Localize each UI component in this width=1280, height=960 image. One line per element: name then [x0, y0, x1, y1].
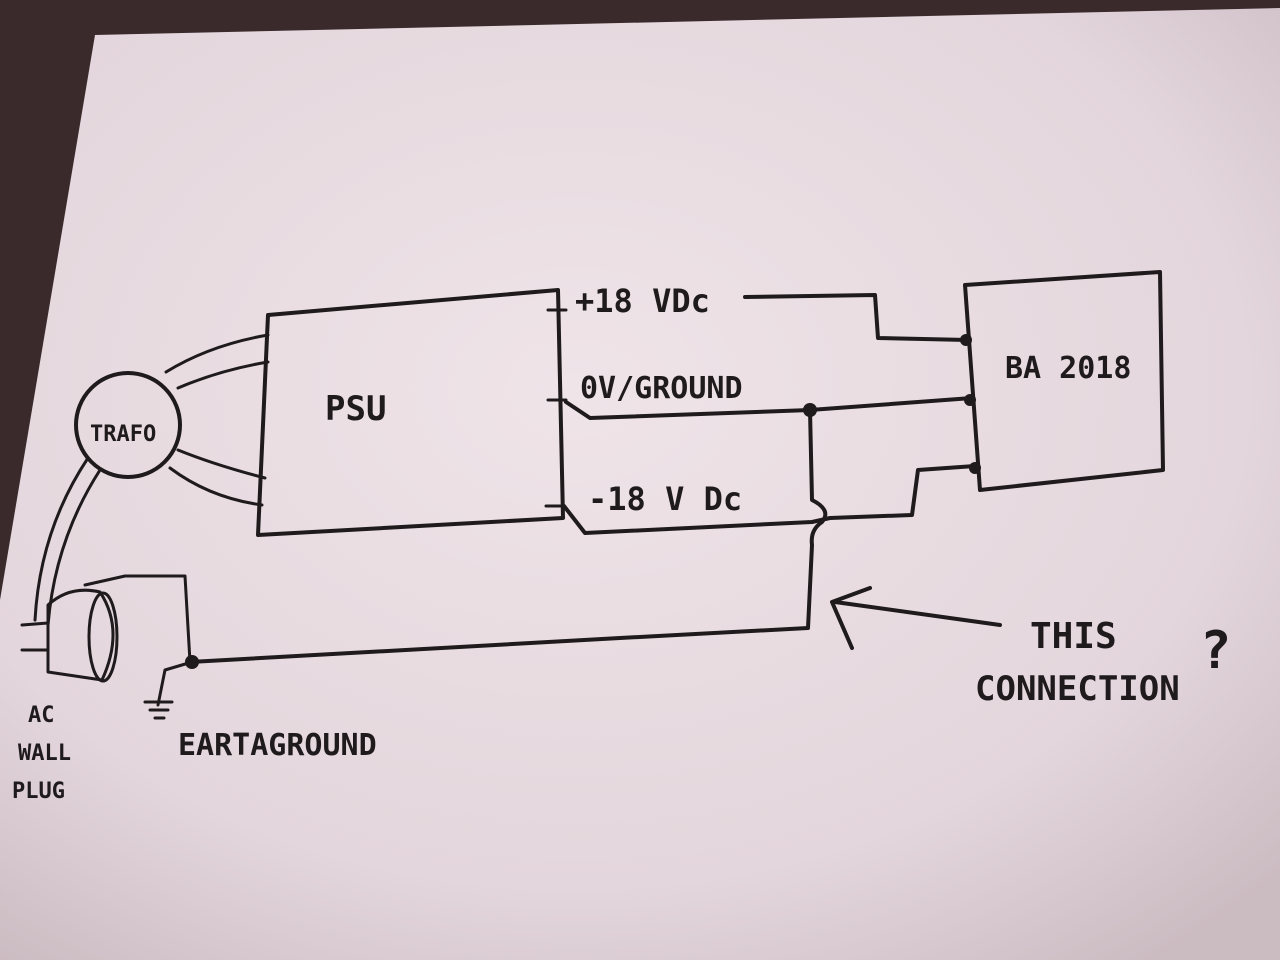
ac-label-line3: PLUG	[12, 779, 65, 804]
ac-plug-face	[87, 591, 119, 683]
psu-label: PSU	[325, 389, 386, 429]
ac-plug-pin-1	[20, 621, 50, 627]
earth-stem	[156, 660, 194, 707]
minus-supply-wire	[562, 464, 977, 535]
question-mark: ?	[1200, 621, 1231, 681]
question-arrow-shaft	[833, 600, 1002, 627]
trafo-secondary-wire-2	[176, 360, 270, 390]
ground-wire	[564, 396, 974, 420]
ac-plug-body	[46, 588, 115, 682]
ba-plus-node	[960, 334, 972, 346]
ac-label-line1: AC	[28, 703, 55, 728]
plus-supply-wire	[743, 293, 970, 342]
ground-label: 0V/GROUND	[580, 371, 743, 406]
psu-box	[256, 288, 565, 537]
trafo-secondary-wire-3	[176, 448, 267, 480]
ground-junction-dot	[803, 403, 817, 417]
minus-supply-label: -18 V Dc	[588, 480, 742, 518]
trafo-primary-wire-1	[33, 456, 90, 622]
plus-supply-label: +18 VDc	[575, 282, 710, 320]
earth-ground-label: EARTAGROUND	[178, 728, 377, 763]
trafo-primary-wire-2	[46, 468, 102, 627]
trafo-secondary-wire-4	[168, 466, 264, 507]
ac-plug-earth-wire	[83, 574, 192, 664]
trafo-secondary-wire-1	[164, 333, 270, 374]
ba2018-label: BA 2018	[1005, 351, 1131, 386]
ba-minus-node	[969, 462, 981, 474]
earth-ground-icon	[143, 700, 174, 720]
question-label-line2: CONNECTION	[975, 669, 1180, 709]
paper-sheet	[0, 8, 1280, 960]
earth-link-wire	[188, 408, 828, 664]
question-arrow-head	[830, 586, 872, 650]
ac-label-line2: WALL	[18, 741, 71, 766]
ba2018-box	[963, 270, 1165, 492]
ba-ground-node	[964, 394, 976, 406]
question-label-line1: THIS	[1030, 616, 1117, 657]
trafo-label: TRAFO	[90, 422, 156, 447]
trafo-circle	[74, 371, 182, 479]
